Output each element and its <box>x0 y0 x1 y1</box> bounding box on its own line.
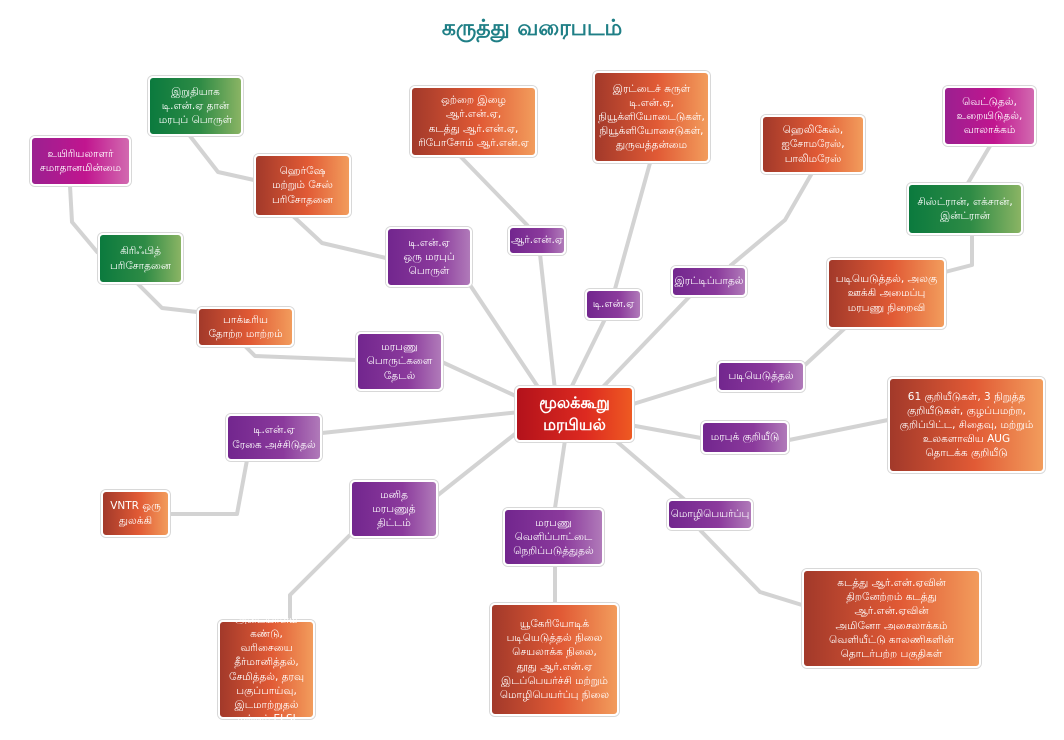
edge <box>169 459 249 516</box>
edge <box>788 418 889 442</box>
node-codons[interactable]: 61 குறியீடுகள், 3 நிறுத்த குறியீடுகள், க… <box>888 377 1045 473</box>
node-rna[interactable]: ஆர்.என்.ஏ <box>508 226 566 255</box>
page-title: கருத்து வரைபடம் <box>441 16 623 41</box>
edge <box>468 283 542 392</box>
edge <box>288 533 352 620</box>
edge <box>135 281 198 314</box>
node-trna-parts[interactable]: கடத்து ஆர்.என்.ஏவின் திறனேற்றம் கடத்து ஆ… <box>802 569 981 668</box>
node-cistron[interactable]: சிஸ்ட்ரான், எக்சான், இன்ட்ரான் <box>907 183 1023 235</box>
node-search-genetic-material[interactable]: மரபணு பொருட்களை தேடல் <box>356 332 443 391</box>
edge <box>728 172 814 268</box>
node-gene-regulation[interactable]: மரபணு வெளிப்பாட்டை நெறிப்படுத்துதல் <box>503 508 604 566</box>
edge <box>613 162 652 290</box>
edge <box>944 235 974 274</box>
node-hershey-chase[interactable]: ஹெர்ஷே மற்றும் சேஸ் பரிசோதனை <box>254 154 351 217</box>
node-molecular-genetics[interactable]: மூலக்கூறு மரபியல் <box>515 386 634 442</box>
edge <box>68 185 100 255</box>
edge <box>966 144 992 185</box>
edge <box>436 428 522 497</box>
edge <box>613 438 687 502</box>
node-dna-genetic-material[interactable]: டி.என்.ஏ ஒரு மரபுப் பொருள் <box>386 227 472 287</box>
edge <box>568 318 607 391</box>
edge <box>598 294 692 392</box>
edge <box>698 528 803 607</box>
node-bacterial-transformation[interactable]: பாக்டீரிய தோற்ற மாற்றம் <box>197 307 294 347</box>
node-dna-features[interactable]: இரட்டைச் சுருள் டி.என்.ஏ, நியூக்ளியோடைடு… <box>593 71 710 163</box>
node-rna-types[interactable]: ஒற்றை இழை ஆர்.என்.ஏ, கடத்து ஆர்.என்.ஏ, ர… <box>410 86 537 157</box>
edge <box>458 154 530 228</box>
edge <box>629 376 718 407</box>
edge <box>291 214 387 260</box>
edge <box>538 253 557 391</box>
node-vntr[interactable]: VNTR ஒரு துலக்கி <box>101 490 170 537</box>
node-griffith[interactable]: கிரிஃபித் பரிசோதனை <box>98 233 183 284</box>
node-biologist-unrest[interactable]: உயிரியலாளர் சமாதானமின்மை <box>30 136 131 186</box>
edge <box>553 439 567 509</box>
edge <box>441 360 521 400</box>
edge <box>629 423 702 440</box>
node-human-genome-project[interactable]: மனித மரபணுத் திட்டம் <box>350 480 438 538</box>
edge <box>188 134 255 182</box>
node-splicing[interactable]: வெட்டுதல், உறையிடுதல், வாலாக்கம் <box>943 86 1036 146</box>
node-replication[interactable]: இரட்டிப்பாதல் <box>671 266 747 297</box>
node-genetic-code[interactable]: மரபுக் குறியீடு <box>701 421 789 454</box>
node-hgp-goals[interactable]: அடையாளம் கண்டு, வரிசையை தீர்மானித்தல், ச… <box>218 614 315 725</box>
node-transcription[interactable]: படியெடுத்தல் <box>717 361 805 392</box>
node-dna[interactable]: டி.என்.ஏ <box>585 289 642 320</box>
edge <box>803 326 847 367</box>
edge <box>243 344 357 362</box>
node-dna-fingerprinting[interactable]: டி.என்.ஏ ரேகை அச்சிடுதல் <box>226 414 322 461</box>
node-enzymes[interactable]: ஹெலிகேஸ், ஐசோமரேஸ், பாலிமரேஸ் <box>761 115 865 174</box>
node-eukaryotic-levels[interactable]: யூகேரியோடிக் படியெடுத்தல் நிலை செயலாக்க … <box>490 603 619 716</box>
edge <box>321 410 521 435</box>
node-translation[interactable]: மொழிபெயர்ப்பு <box>667 499 753 530</box>
node-finally-dna[interactable]: இறுதியாக டி.என்.ஏ தான் மரபுப் பொருள் <box>148 76 243 136</box>
node-transcription-unit[interactable]: படியெடுத்தல், அலகு ஊக்கி அமைப்பு மரபணு ந… <box>827 258 946 329</box>
